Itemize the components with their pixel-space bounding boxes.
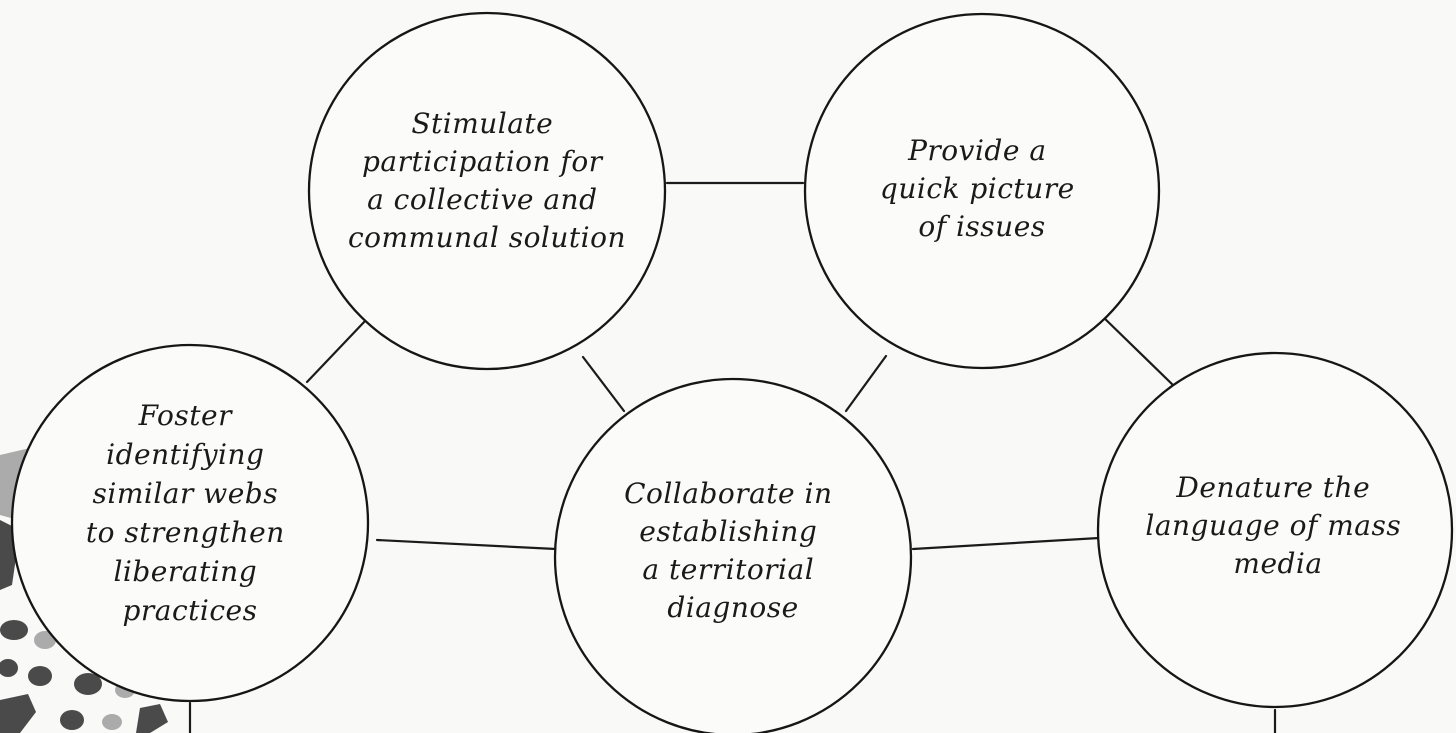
- node-denature-language: Denature the language of mass media: [1096, 351, 1454, 709]
- edge-provide-collaborate: [844, 354, 888, 413]
- label-line: Foster: [138, 399, 233, 432]
- edge-collaborate-denature: [911, 536, 1101, 551]
- node-provide-quick-picture: Provide a quick picture of issues: [803, 12, 1161, 370]
- label-line: establishing: [639, 515, 817, 548]
- node-stimulate-participation: Stimulate participation for a collective…: [307, 11, 667, 371]
- node-circle: [553, 377, 913, 733]
- label-line: communal solution: [348, 221, 626, 254]
- label-line: to strengthen: [86, 516, 285, 549]
- edge-stimulate-foster: [305, 318, 368, 384]
- node-label: Foster identifying similar webs to stren…: [86, 399, 294, 627]
- node-collaborate-territorial: Collaborate in establishing a territoria…: [553, 377, 913, 733]
- edge-stimulate-collaborate: [581, 355, 626, 413]
- node-circle: [307, 11, 667, 371]
- label-line: a territorial: [642, 553, 814, 586]
- node-label: Denature the language of mass media: [1145, 471, 1410, 580]
- label-line: of issues: [918, 210, 1045, 243]
- label-line: Provide a: [907, 134, 1046, 167]
- label-line: identifying: [106, 438, 264, 471]
- label-line: Collaborate in: [624, 477, 832, 510]
- label-line: Denature the: [1175, 471, 1370, 504]
- node-circle: [10, 343, 370, 703]
- label-line: language of mass: [1145, 509, 1401, 542]
- label-line: practices: [122, 594, 257, 627]
- node-label: Stimulate participation for a collective…: [348, 107, 626, 254]
- node-foster-identifying: Foster identifying similar webs to stren…: [10, 343, 370, 703]
- node-circle: [803, 12, 1161, 370]
- edge-foster-collaborate: [375, 538, 558, 551]
- edge-provide-denature: [1098, 312, 1176, 388]
- label-line: liberating: [113, 555, 257, 588]
- label-line: a collective and: [367, 183, 597, 216]
- node-label: Provide a quick picture of issues: [880, 134, 1084, 243]
- connectors: [188, 181, 1277, 733]
- node-label: Collaborate in establishing a territoria…: [624, 477, 842, 624]
- label-line: participation for: [362, 145, 604, 178]
- node-circle: [1096, 351, 1454, 709]
- label-line: diagnose: [667, 591, 798, 624]
- label-line: quick picture: [880, 172, 1075, 205]
- label-line: media: [1233, 547, 1322, 580]
- label-line: similar webs: [93, 477, 279, 510]
- label-line: Stimulate: [411, 107, 553, 140]
